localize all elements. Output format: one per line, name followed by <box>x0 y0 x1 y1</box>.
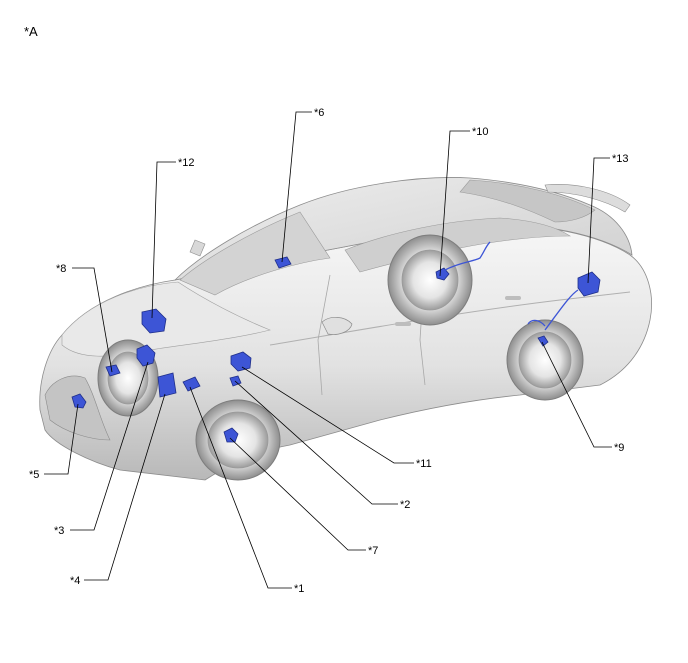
callout-13: *13 <box>612 153 629 165</box>
components <box>71 241 601 443</box>
front-left-wheel <box>195 399 281 481</box>
leader-4 <box>84 393 166 581</box>
leader-1 <box>189 386 292 589</box>
leader-2 <box>234 380 398 505</box>
callout-12: *12 <box>178 157 195 169</box>
component-7 <box>223 427 239 443</box>
leader-3 <box>70 361 149 531</box>
leader-lines <box>44 111 612 589</box>
component-6 <box>274 256 292 269</box>
leader-10 <box>439 130 470 277</box>
component-8 <box>105 364 121 377</box>
leader-8 <box>72 267 113 373</box>
component-5 <box>71 393 87 409</box>
callout-5: *5 <box>29 469 39 481</box>
callout-11: *11 <box>416 458 432 470</box>
component-11 <box>230 351 252 372</box>
callout-3: *3 <box>54 525 64 537</box>
leader-7 <box>229 437 366 551</box>
callout-8: *8 <box>56 263 66 275</box>
component-3 <box>136 344 156 367</box>
rear-left-wheel <box>506 319 584 401</box>
callout-1: *1 <box>294 583 304 595</box>
callout-7: *7 <box>368 545 378 557</box>
component-1 <box>182 376 201 392</box>
rear-right-wheel-cutaway <box>387 234 473 326</box>
callout-labels: *1 *2 *3 *4 *5 *6 *7 *8 *9 *10 *11 *12 *… <box>29 107 629 595</box>
component-12 <box>141 308 167 334</box>
component-13 <box>577 271 601 297</box>
component-4 <box>157 372 177 398</box>
wire-harness-rear <box>527 289 579 331</box>
rear-window <box>459 179 596 223</box>
side-mirror <box>321 317 353 335</box>
callout-9: *9 <box>614 442 624 454</box>
door-handle-front <box>395 322 411 326</box>
leader-12 <box>151 161 176 319</box>
door-handle-rear <box>505 296 521 300</box>
callout-10: *10 <box>472 126 489 138</box>
antenna <box>189 239 206 257</box>
rear-spoiler <box>544 184 631 213</box>
leader-11 <box>241 366 414 464</box>
door-line-front <box>317 274 331 396</box>
car-body <box>39 177 652 481</box>
leader-9 <box>541 341 612 448</box>
wire-harness-rear-right <box>444 241 491 271</box>
leader-13 <box>587 157 610 284</box>
leader-6 <box>281 111 312 263</box>
leader-5 <box>44 403 79 475</box>
component-10 <box>435 267 450 281</box>
callout-2: *2 <box>400 499 410 511</box>
windshield <box>179 211 331 296</box>
callout-4: *4 <box>70 575 80 587</box>
callout-6: *6 <box>314 107 324 119</box>
view-label: *A <box>24 24 38 39</box>
component-9 <box>537 335 549 347</box>
